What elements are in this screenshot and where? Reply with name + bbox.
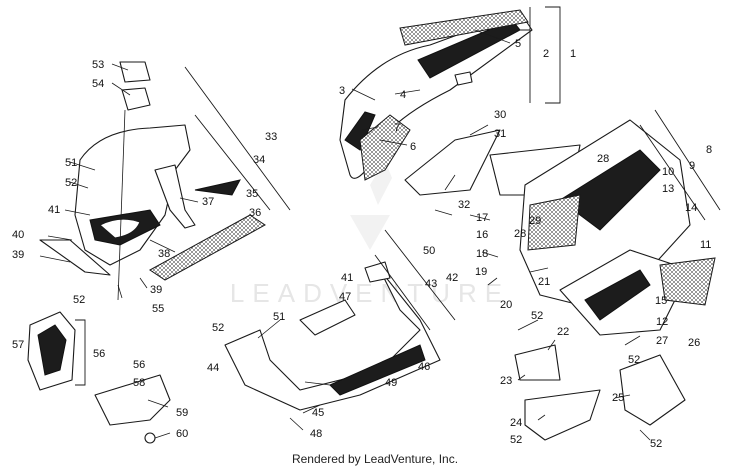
bracket-56 bbox=[75, 319, 86, 386]
callout-36: 36 bbox=[249, 207, 261, 219]
callout-52-f: 52 bbox=[628, 354, 640, 366]
callout-35: 35 bbox=[246, 188, 258, 200]
callout-59: 59 bbox=[176, 407, 188, 419]
callout-56-right: 56 bbox=[133, 359, 145, 371]
callout-28-upper: 28 bbox=[597, 153, 609, 165]
callout-7: 7 bbox=[394, 122, 400, 134]
callout-27: 27 bbox=[656, 335, 668, 347]
callout-37: 37 bbox=[202, 196, 214, 208]
callout-21: 21 bbox=[538, 276, 550, 288]
callout-32: 32 bbox=[458, 199, 470, 211]
callout-15: 15 bbox=[655, 295, 667, 307]
callout-52-c: 52 bbox=[212, 322, 224, 334]
callout-18: 18 bbox=[476, 248, 488, 260]
leader-lines bbox=[39, 29, 651, 441]
callout-3: 3 bbox=[339, 85, 345, 97]
callout-40: 40 bbox=[12, 229, 24, 241]
watermark-text: LEADVENTURE bbox=[230, 278, 510, 308]
callout-25: 25 bbox=[612, 392, 624, 404]
callout-51-left: 51 bbox=[65, 157, 77, 169]
callout-9: 9 bbox=[689, 160, 695, 172]
callout-1: 1 bbox=[570, 48, 576, 60]
callout-54: 54 bbox=[92, 78, 104, 90]
callout-48: 48 bbox=[310, 428, 322, 440]
callout-20: 20 bbox=[500, 299, 512, 311]
callout-29: 29 bbox=[529, 215, 541, 227]
footer-credit: Rendered by LeadVenture, Inc. bbox=[291, 452, 459, 466]
callout-51-center: 51 bbox=[273, 311, 285, 323]
bracket-42-43 bbox=[374, 229, 456, 331]
callout-57: 57 bbox=[12, 339, 24, 351]
callout-43: 43 bbox=[425, 278, 437, 290]
callout-41-left: 41 bbox=[48, 204, 60, 216]
callout-12: 12 bbox=[656, 316, 668, 328]
callout-39-left: 39 bbox=[12, 249, 24, 261]
callout-44: 44 bbox=[207, 362, 219, 374]
callout-55: 55 bbox=[152, 303, 164, 315]
brackets bbox=[75, 6, 721, 386]
callout-47: 47 bbox=[339, 291, 351, 303]
bracket-33-34 bbox=[184, 66, 291, 211]
callout-45: 45 bbox=[312, 407, 324, 419]
callout-23: 23 bbox=[500, 375, 512, 387]
callout-24: 24 bbox=[510, 417, 522, 429]
callout-41-center: 41 bbox=[341, 272, 353, 284]
bracket-8-9 bbox=[639, 109, 721, 221]
callout-19: 19 bbox=[475, 266, 487, 278]
callout-52-e: 52 bbox=[510, 434, 522, 446]
callout-14: 14 bbox=[685, 202, 697, 214]
callout-53: 53 bbox=[92, 59, 104, 71]
callout-39-right: 39 bbox=[150, 284, 162, 296]
callout-8: 8 bbox=[706, 144, 712, 156]
bracket-1-2 bbox=[512, 6, 561, 104]
watermark-logo bbox=[350, 160, 392, 250]
callout-52-g: 52 bbox=[650, 438, 662, 450]
callout-5: 5 bbox=[515, 38, 521, 50]
callout-10: 10 bbox=[662, 166, 674, 178]
callout-30: 30 bbox=[494, 109, 506, 121]
callout-4: 4 bbox=[400, 89, 406, 101]
watermark: LEADVENTURE bbox=[230, 160, 510, 308]
side-panel-left-parts bbox=[27, 311, 171, 444]
callout-6: 6 bbox=[410, 141, 416, 153]
callout-50: 50 bbox=[423, 245, 435, 257]
callout-28-lower: 28 bbox=[514, 228, 526, 240]
belly-pan-parts bbox=[224, 261, 441, 411]
callout-52-b: 52 bbox=[73, 294, 85, 306]
callout-56-left: 56 bbox=[93, 348, 105, 360]
callouts: 1 2 3 4 5 6 7 8 9 10 11 12 13 14 15 16 1… bbox=[12, 38, 712, 450]
callout-58: 58 bbox=[133, 377, 145, 389]
callout-11: 11 bbox=[700, 239, 711, 251]
callout-52-d: 52 bbox=[531, 310, 543, 322]
callout-13: 13 bbox=[662, 183, 674, 195]
callout-16: 16 bbox=[476, 229, 488, 241]
callout-22: 22 bbox=[557, 326, 569, 338]
callout-60: 60 bbox=[176, 428, 188, 440]
callout-52-a: 52 bbox=[65, 177, 77, 189]
callout-34: 34 bbox=[253, 154, 265, 166]
hood-parts bbox=[39, 61, 266, 281]
callout-33: 33 bbox=[265, 131, 277, 143]
callout-17: 17 bbox=[476, 212, 488, 224]
callout-42: 42 bbox=[446, 272, 458, 284]
callout-31: 31 bbox=[494, 128, 506, 140]
windshield-parts bbox=[339, 9, 533, 181]
callout-46: 46 bbox=[418, 361, 430, 373]
callout-2: 2 bbox=[543, 48, 549, 60]
callout-26: 26 bbox=[688, 337, 700, 349]
callout-38: 38 bbox=[158, 248, 170, 260]
side-panel-right-parts bbox=[404, 119, 716, 441]
callout-49: 49 bbox=[385, 377, 397, 389]
